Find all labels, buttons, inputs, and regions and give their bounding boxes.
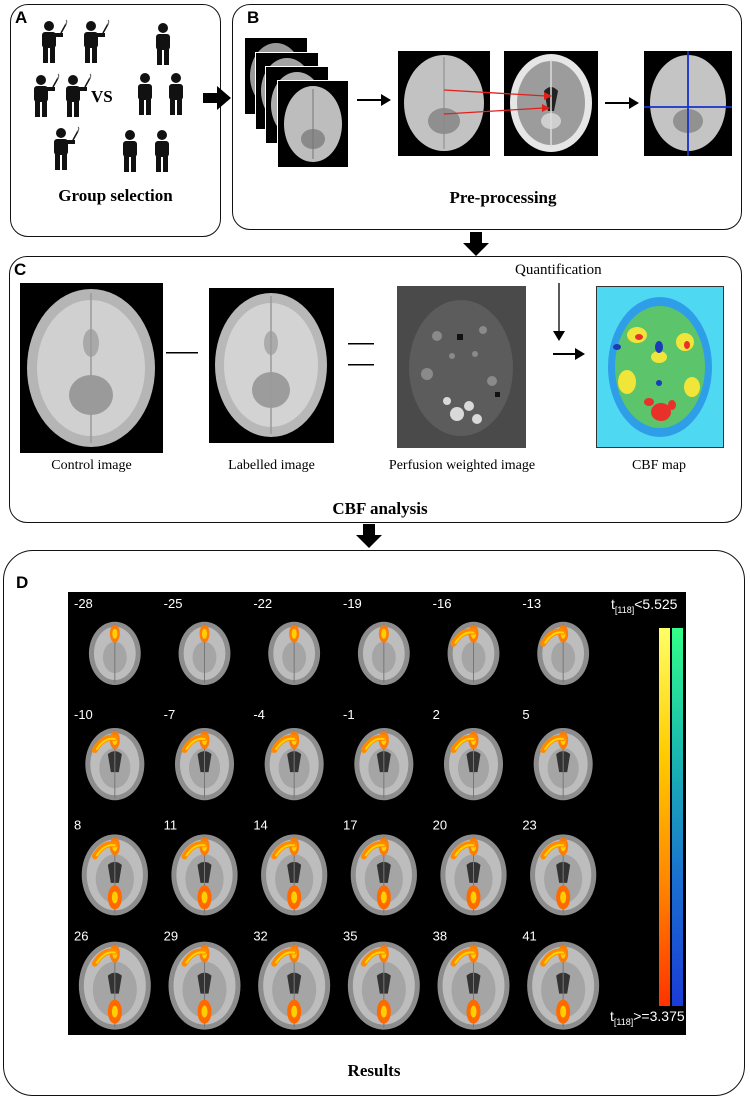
colorbar-cool xyxy=(672,628,683,1006)
colorbar-top-label: t[118]<5.525 xyxy=(611,596,678,615)
brain-slice xyxy=(533,728,593,801)
panel-label-d: D xyxy=(16,573,29,592)
quantification-label: Quantification xyxy=(515,262,602,278)
panel-label-c: C xyxy=(14,260,27,279)
panel-group-selection: A VS Group selection xyxy=(10,4,221,237)
image-stack xyxy=(245,38,355,173)
caption-cbf-map: CBF map xyxy=(631,458,687,473)
slice-number-label: -10 xyxy=(74,707,93,722)
caption-labelled-image: Labelled image xyxy=(228,458,315,473)
panel-b-title: Pre-processing xyxy=(449,188,557,207)
person-icon xyxy=(123,130,137,172)
labelled-image xyxy=(209,288,334,443)
brain-slice xyxy=(443,728,504,801)
brain-slice xyxy=(174,728,235,801)
brain-slice xyxy=(537,621,590,686)
person-icon xyxy=(138,73,152,115)
slice-number-label: -25 xyxy=(164,596,183,611)
caption-control-image: Control image xyxy=(51,458,132,473)
brain-slice xyxy=(530,834,597,916)
colorbar-bottom-label: t[118]>=3.375 xyxy=(610,1008,685,1027)
normalized-image xyxy=(644,51,732,156)
slice-number-label: -28 xyxy=(74,596,93,611)
quantification-arrow xyxy=(553,283,565,341)
slice-number-label: -4 xyxy=(253,707,265,722)
slice-number-label: -19 xyxy=(343,596,362,611)
brain-slice xyxy=(347,941,420,1030)
colorbar-hot xyxy=(659,628,670,1006)
smoker-icon xyxy=(34,74,59,117)
person-icon xyxy=(155,130,169,172)
slice-number-label: -1 xyxy=(343,707,355,722)
smoker-icon xyxy=(84,20,109,63)
slice-number-label: 8 xyxy=(74,818,81,833)
brain-slice xyxy=(350,834,417,916)
brain-slice xyxy=(81,834,148,916)
smoker-icon xyxy=(66,74,91,117)
brain-slice xyxy=(264,728,324,801)
slice-number-label: 14 xyxy=(253,818,267,833)
panel-label-a: A xyxy=(15,8,28,27)
arrow-b2 xyxy=(605,97,639,109)
equals-sign xyxy=(348,343,374,366)
brain-slice xyxy=(78,941,151,1030)
arrow-c-to-d xyxy=(356,524,382,548)
slice-number-label: 29 xyxy=(164,928,178,943)
brain-slice xyxy=(447,621,500,686)
brain-slice xyxy=(168,941,241,1030)
slice-number-label: -7 xyxy=(164,707,176,722)
smoker-icon xyxy=(54,127,79,170)
arrow-a-to-b xyxy=(203,86,231,110)
brain-slice xyxy=(261,834,328,916)
brain-slice xyxy=(178,621,231,686)
results-slice-grid: -28 -25 -22 -19 -16 -13 -10 -7 -4 -1 2 5 8 11 14 17 20 23… xyxy=(68,592,606,1035)
slice-number-label: 38 xyxy=(433,928,447,943)
arrow-to-cbf-map xyxy=(553,348,585,360)
brain-slice xyxy=(527,941,600,1030)
control-image xyxy=(20,283,163,453)
slice-number-label: -22 xyxy=(253,596,272,611)
arrow-b1 xyxy=(357,94,391,106)
t1-image xyxy=(504,51,598,156)
person-icon xyxy=(169,73,183,115)
asl-image xyxy=(398,51,490,156)
slice-number-label: 11 xyxy=(164,818,178,833)
slice-number-label: 5 xyxy=(522,707,529,722)
brain-slice xyxy=(357,621,410,686)
brain-slice xyxy=(171,834,238,916)
slice-number-label: 20 xyxy=(433,818,447,833)
slice-number-label: -16 xyxy=(433,596,452,611)
panel-a-title: Group selection xyxy=(58,186,173,205)
smoker-icon xyxy=(42,20,67,63)
cbf-map-image xyxy=(596,286,724,448)
slice-number-label: 41 xyxy=(522,928,536,943)
minus-sign xyxy=(166,352,198,354)
slice-number-label: 35 xyxy=(343,928,357,943)
slice-number-label: 32 xyxy=(253,928,267,943)
brain-slice xyxy=(437,941,510,1030)
registration-arrows xyxy=(443,89,552,115)
person-icon xyxy=(156,23,170,65)
brain-slice xyxy=(268,621,321,686)
brain-slice xyxy=(258,941,331,1030)
colorbar-panel: t[118]<5.525 t[118]>=3.375 xyxy=(606,592,686,1035)
slice-number-label: 2 xyxy=(433,707,440,722)
slice-number-label: 23 xyxy=(522,818,536,833)
brain-slice xyxy=(440,834,507,916)
vs-label: VS xyxy=(91,87,113,106)
slice-number-label: 17 xyxy=(343,818,357,833)
caption-perfusion-weighted-image: Perfusion weighted image xyxy=(388,458,536,473)
group-people-icons xyxy=(13,13,183,172)
brain-slice xyxy=(354,728,414,801)
slice-number-label: 26 xyxy=(74,928,88,943)
panel-c-title: CBF analysis xyxy=(332,499,428,518)
panel-label-b: B xyxy=(247,8,260,27)
brain-slice xyxy=(88,621,141,686)
brain-slice xyxy=(85,728,145,801)
panel-d-title: Results xyxy=(347,1061,401,1080)
slice-number-label: -13 xyxy=(522,596,541,611)
perfusion-weighted-image xyxy=(397,286,526,448)
arrow-b-to-c xyxy=(463,232,489,256)
